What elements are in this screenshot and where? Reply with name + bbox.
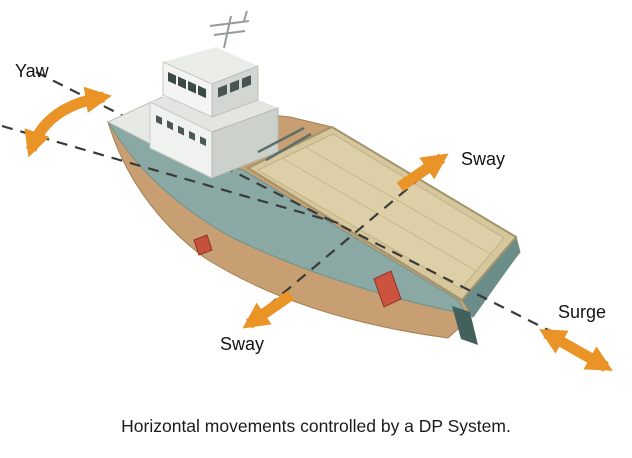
bridge-top (163, 47, 258, 84)
window (200, 136, 206, 147)
window (178, 125, 184, 136)
window (218, 84, 227, 98)
deck-plank-lines (281, 146, 495, 273)
window (168, 72, 176, 85)
stern-thruster (373, 270, 402, 308)
movement-arrows (24, 86, 613, 372)
mast (209, 10, 250, 49)
surge-label: Surge (558, 302, 606, 322)
window (167, 120, 173, 131)
window (198, 85, 206, 99)
superstructure (106, 10, 312, 179)
rudder (452, 306, 478, 345)
deck-inner (256, 133, 505, 290)
figure-caption: Horizontal movements controlled by a DP … (121, 416, 511, 436)
yaw-arrow (24, 86, 112, 158)
window (178, 76, 186, 90)
crane-frame (257, 126, 312, 162)
sway-arrow-port (242, 290, 295, 329)
bow-thruster (193, 234, 213, 256)
sway-arrow-starboard (396, 153, 449, 192)
sway-label-starboard: Sway (461, 149, 505, 169)
bridge-windows (168, 72, 251, 99)
deckhouse-windows (156, 115, 206, 147)
window (188, 81, 196, 94)
surge-arrow (539, 328, 613, 372)
sway-label-port: Sway (220, 334, 264, 354)
stern-transom (462, 237, 520, 318)
window (189, 130, 195, 141)
window (156, 115, 162, 125)
window (230, 79, 239, 93)
yaw-label: Yaw (15, 61, 50, 81)
dp-movement-diagram: Yaw Sway Sway Surge (1, 10, 613, 372)
window (242, 75, 251, 89)
thrusters (193, 234, 402, 308)
